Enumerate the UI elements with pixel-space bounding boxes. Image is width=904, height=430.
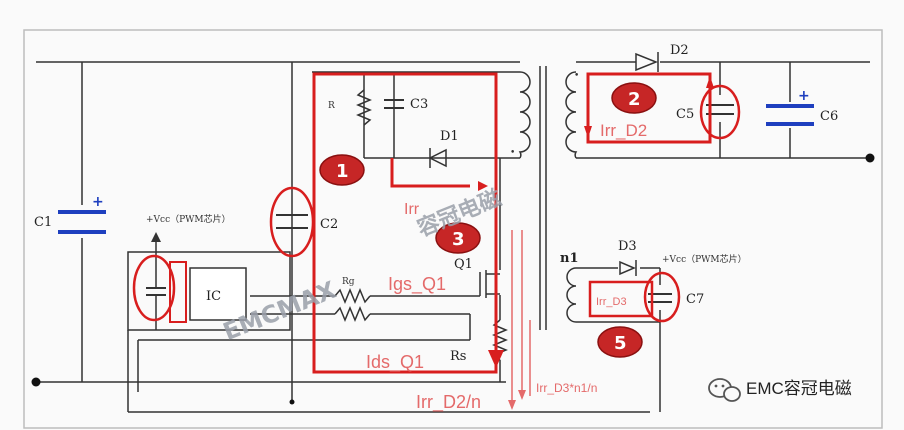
label-c3: C3	[410, 97, 428, 112]
diagram-frame	[23, 29, 883, 429]
transformer	[518, 66, 578, 330]
loop-primary	[312, 72, 498, 374]
label-c2: C2	[320, 217, 338, 232]
label-r1: R	[328, 101, 335, 111]
svg-text:5: 5	[614, 333, 627, 354]
label-ids-q1: Ids_Q1	[366, 352, 424, 373]
label-c1: C1	[34, 215, 52, 230]
mosfet-q1	[479, 270, 500, 298]
loop-secondary	[586, 72, 712, 144]
pwm-ic	[189, 267, 247, 321]
label-n1: n1	[560, 251, 579, 266]
arrow-icon	[508, 400, 516, 410]
resistor-r1	[356, 89, 372, 126]
capacitor-c6: +	[766, 88, 814, 126]
label-c6: C6	[820, 109, 838, 124]
capacitor-c1: +	[58, 194, 106, 234]
diode-d1	[428, 148, 447, 168]
terminal-dot	[865, 153, 875, 163]
label-c7: C7	[686, 292, 704, 307]
label-irr-d1: Irr	[404, 201, 420, 218]
highlight-ellipses	[132, 84, 741, 323]
resistor-rg2	[334, 306, 371, 322]
capacitor-c2	[276, 214, 308, 229]
loop-snubber	[390, 158, 470, 188]
highlight-c2	[269, 186, 315, 258]
arrow-icon	[478, 181, 488, 191]
label-rg: Rg	[342, 277, 355, 287]
label-d1: D1	[440, 129, 459, 144]
badge-1: 1	[319, 154, 365, 186]
capacitor-vcc	[146, 240, 166, 330]
current-loops	[169, 72, 712, 374]
svg-text:2: 2	[628, 89, 641, 110]
label-c5: C5	[676, 107, 694, 122]
wechat-icon	[708, 378, 741, 402]
label-rs: Rs	[450, 349, 466, 364]
svg-text:+: +	[798, 88, 810, 104]
label-d2: D2	[670, 43, 689, 58]
highlight-c7	[643, 271, 681, 323]
polarity-dot: •	[510, 148, 515, 158]
label-igs-q1: Igs_Q1	[388, 274, 446, 295]
diode-d3	[619, 260, 637, 276]
badge-2: 2	[611, 82, 657, 114]
label-vcc-right: +Vcc（PWM芯片）	[662, 253, 747, 265]
label-ic: IC	[206, 289, 221, 304]
arrow-icon	[584, 126, 592, 138]
polarity-dot: •	[574, 71, 579, 81]
vcc-arrow-icon	[151, 232, 161, 242]
loop-ic	[169, 261, 187, 323]
diode-d2	[635, 52, 659, 72]
arrow-icon	[518, 390, 526, 400]
terminal-dot	[31, 377, 41, 387]
arrow-icon	[488, 350, 504, 368]
brand-name: EMC容冠电磁	[746, 379, 852, 398]
return-currents	[511, 230, 531, 406]
highlight-c5	[699, 84, 741, 140]
badge-5: 5	[597, 326, 643, 358]
label-vcc-left: +Vcc（PWM芯片）	[146, 213, 231, 225]
label-irr-d3: Irr_D3	[596, 296, 627, 308]
svg-text:1: 1	[336, 161, 349, 182]
label-q1: Q1	[454, 257, 473, 272]
wiring	[36, 61, 870, 413]
junction-dot	[289, 399, 295, 405]
resistor-rg	[334, 288, 371, 304]
label-irr-d3-n1-n: Irr_D3*n1/n	[536, 381, 597, 395]
label-irr-d2-n: Irr_D2/n	[416, 392, 481, 413]
arrow-icon	[706, 76, 714, 88]
svg-text:3: 3	[452, 229, 465, 250]
capacitor-c3	[384, 99, 404, 109]
highlight-vcc-cap	[132, 254, 176, 322]
badge-3: 3	[435, 222, 481, 254]
label-d3: D3	[618, 239, 637, 254]
svg-text:+: +	[92, 194, 104, 210]
label-irr-d2: Irr_D2	[600, 121, 647, 140]
